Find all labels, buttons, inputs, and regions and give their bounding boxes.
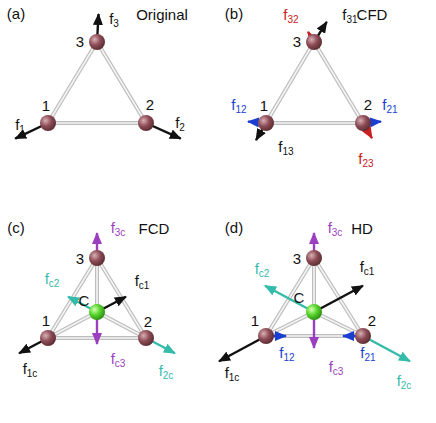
atom-sphere xyxy=(40,330,56,346)
atom-sphere xyxy=(89,34,105,50)
force-label: f12 xyxy=(279,345,294,363)
panel-title: Original xyxy=(136,7,188,22)
bond-highlight xyxy=(96,258,98,312)
atom-number: 3 xyxy=(293,251,301,266)
bond-line xyxy=(97,258,146,338)
bond-highlight xyxy=(48,42,97,123)
bond-line xyxy=(48,258,97,338)
bond-line xyxy=(95,258,99,312)
panel-letter: (c) xyxy=(7,220,25,235)
bond-line xyxy=(266,121,363,125)
panel-title: FCD xyxy=(139,221,170,236)
atom-sphere xyxy=(138,330,154,346)
panel-title: CFD xyxy=(357,7,388,22)
center-label: C xyxy=(294,290,305,305)
atom-number: 1 xyxy=(251,313,259,328)
force-label: f32 xyxy=(283,7,298,25)
atom-sphere xyxy=(355,328,371,344)
atom-sphere xyxy=(355,115,371,131)
atom-sphere xyxy=(40,115,56,131)
atom-number: 1 xyxy=(260,98,268,113)
atom-sphere xyxy=(306,34,322,50)
force-label: f2c xyxy=(397,373,412,391)
atom-sphere xyxy=(258,328,274,344)
bond-highlight xyxy=(97,42,146,123)
force-arrow xyxy=(314,286,363,312)
bond-line xyxy=(314,42,363,123)
center-sphere xyxy=(306,304,322,320)
panel-letter: (a) xyxy=(7,6,25,21)
bond-highlight xyxy=(97,312,146,338)
atom-sphere xyxy=(258,115,274,131)
atom-number: 2 xyxy=(364,97,372,112)
bond-highlight xyxy=(314,258,363,336)
bond-line xyxy=(48,121,146,125)
bond-highlight xyxy=(313,258,315,312)
atom-sphere xyxy=(138,115,154,131)
atom-sphere xyxy=(306,250,322,266)
bonds xyxy=(48,42,363,338)
atom-number: 2 xyxy=(144,314,152,329)
bond-line xyxy=(314,258,363,336)
force-label: fc1 xyxy=(360,259,375,277)
atom-number: 2 xyxy=(368,313,376,328)
center-label: C xyxy=(79,293,90,308)
force-label: f31 xyxy=(342,7,357,25)
bond-highlight xyxy=(97,258,146,338)
force-label: f21 xyxy=(360,345,375,363)
atom-number: 3 xyxy=(76,34,84,49)
force-label: f13 xyxy=(278,139,293,157)
atom-number: 3 xyxy=(76,251,84,266)
force-arrows xyxy=(15,14,410,361)
bond-line xyxy=(312,258,316,312)
bond-highlight xyxy=(48,258,97,338)
force-label: f1 xyxy=(15,117,25,135)
atom-number: 1 xyxy=(42,313,50,328)
panel-title: HD xyxy=(351,221,373,236)
bond-line xyxy=(97,42,146,123)
force-label: f3c xyxy=(111,220,126,238)
bond-highlight xyxy=(48,122,146,124)
force-label: f2c xyxy=(159,363,174,381)
atoms xyxy=(40,34,371,346)
force-label: f23 xyxy=(358,151,373,169)
atom-number: 1 xyxy=(42,98,50,113)
panel-letter: (d) xyxy=(225,220,243,235)
force-label: fc2 xyxy=(45,271,60,289)
force-label: f2 xyxy=(175,115,185,133)
panel-letter: (b) xyxy=(225,6,243,21)
force-label: f12 xyxy=(231,97,246,115)
force-label: f3 xyxy=(109,11,119,29)
bond-highlight xyxy=(48,312,97,338)
bond-highlight xyxy=(314,42,363,123)
bond-line xyxy=(266,42,314,123)
bond-line xyxy=(48,42,97,123)
force-label: fc3 xyxy=(329,359,344,377)
center-sphere xyxy=(89,304,105,320)
bond-highlight xyxy=(314,312,363,336)
force-label: f3c xyxy=(328,220,343,238)
force-label: fc3 xyxy=(111,351,126,369)
bond-highlight xyxy=(266,122,363,124)
bond-highlight xyxy=(266,42,314,123)
force-label: fc1 xyxy=(135,273,150,291)
bond-highlight xyxy=(266,258,314,336)
atom-number: 3 xyxy=(293,34,301,49)
force-arrow xyxy=(265,286,314,312)
force-label: f1c xyxy=(23,361,38,379)
bond-highlight xyxy=(266,312,314,336)
force-label: fc2 xyxy=(255,261,270,279)
atom-sphere xyxy=(89,250,105,266)
force-label: f1c xyxy=(225,365,240,383)
bond-line xyxy=(266,258,314,336)
atom-number: 2 xyxy=(146,97,154,112)
force-label: f21 xyxy=(382,97,397,115)
